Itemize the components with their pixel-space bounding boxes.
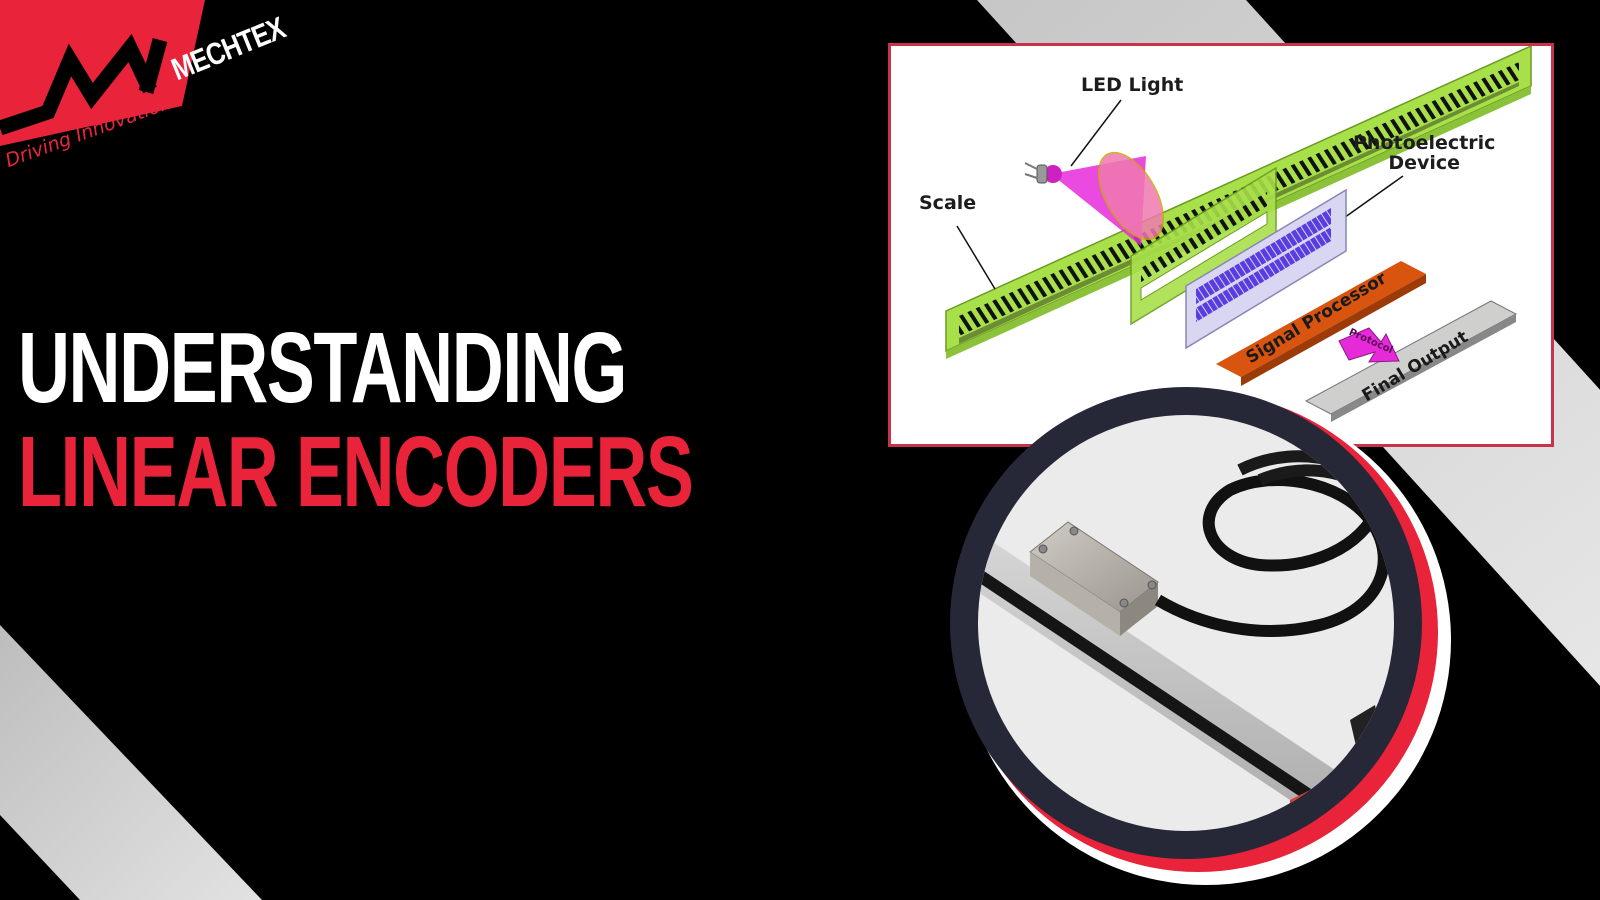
- label-photoelectric-line1: Photoelectric: [1353, 132, 1496, 154]
- brand-logo: MECHTEX Driving Innovation: [0, 0, 320, 200]
- page-title: UNDERSTANDING LINEAR ENCODERS: [18, 318, 955, 522]
- label-led-light: LED Light: [1081, 74, 1184, 96]
- logo-red-band: [0, 0, 205, 146]
- signal-processor-block: [1216, 261, 1426, 386]
- label-photoelectric-line2: Device: [1388, 151, 1461, 174]
- led-leader-line: [1070, 99, 1122, 167]
- label-scale: Scale: [919, 192, 977, 214]
- protocol-arrow-icon: [1338, 327, 1400, 363]
- photo-leader-line: [1340, 175, 1404, 221]
- label-photoelectric-device: Photoelectric Device: [1353, 132, 1496, 174]
- photoelectric-device: [1185, 188, 1347, 350]
- bottom-left-stripe: [0, 625, 262, 900]
- m-zigzag-logo-icon: [0, 33, 157, 136]
- led-light-icon: [1024, 151, 1165, 246]
- title-line-understanding: UNDERSTANDING: [18, 312, 627, 424]
- encoder-diagram: LED Light Scale Photoelectric Device Sig…: [888, 43, 1554, 447]
- title-line-linear-encoders: LINEAR ENCODERS: [18, 416, 694, 528]
- index-grating: [1130, 166, 1277, 326]
- encoder-diagram-illustration: [945, 46, 1532, 422]
- scale-leader-line: [956, 225, 996, 290]
